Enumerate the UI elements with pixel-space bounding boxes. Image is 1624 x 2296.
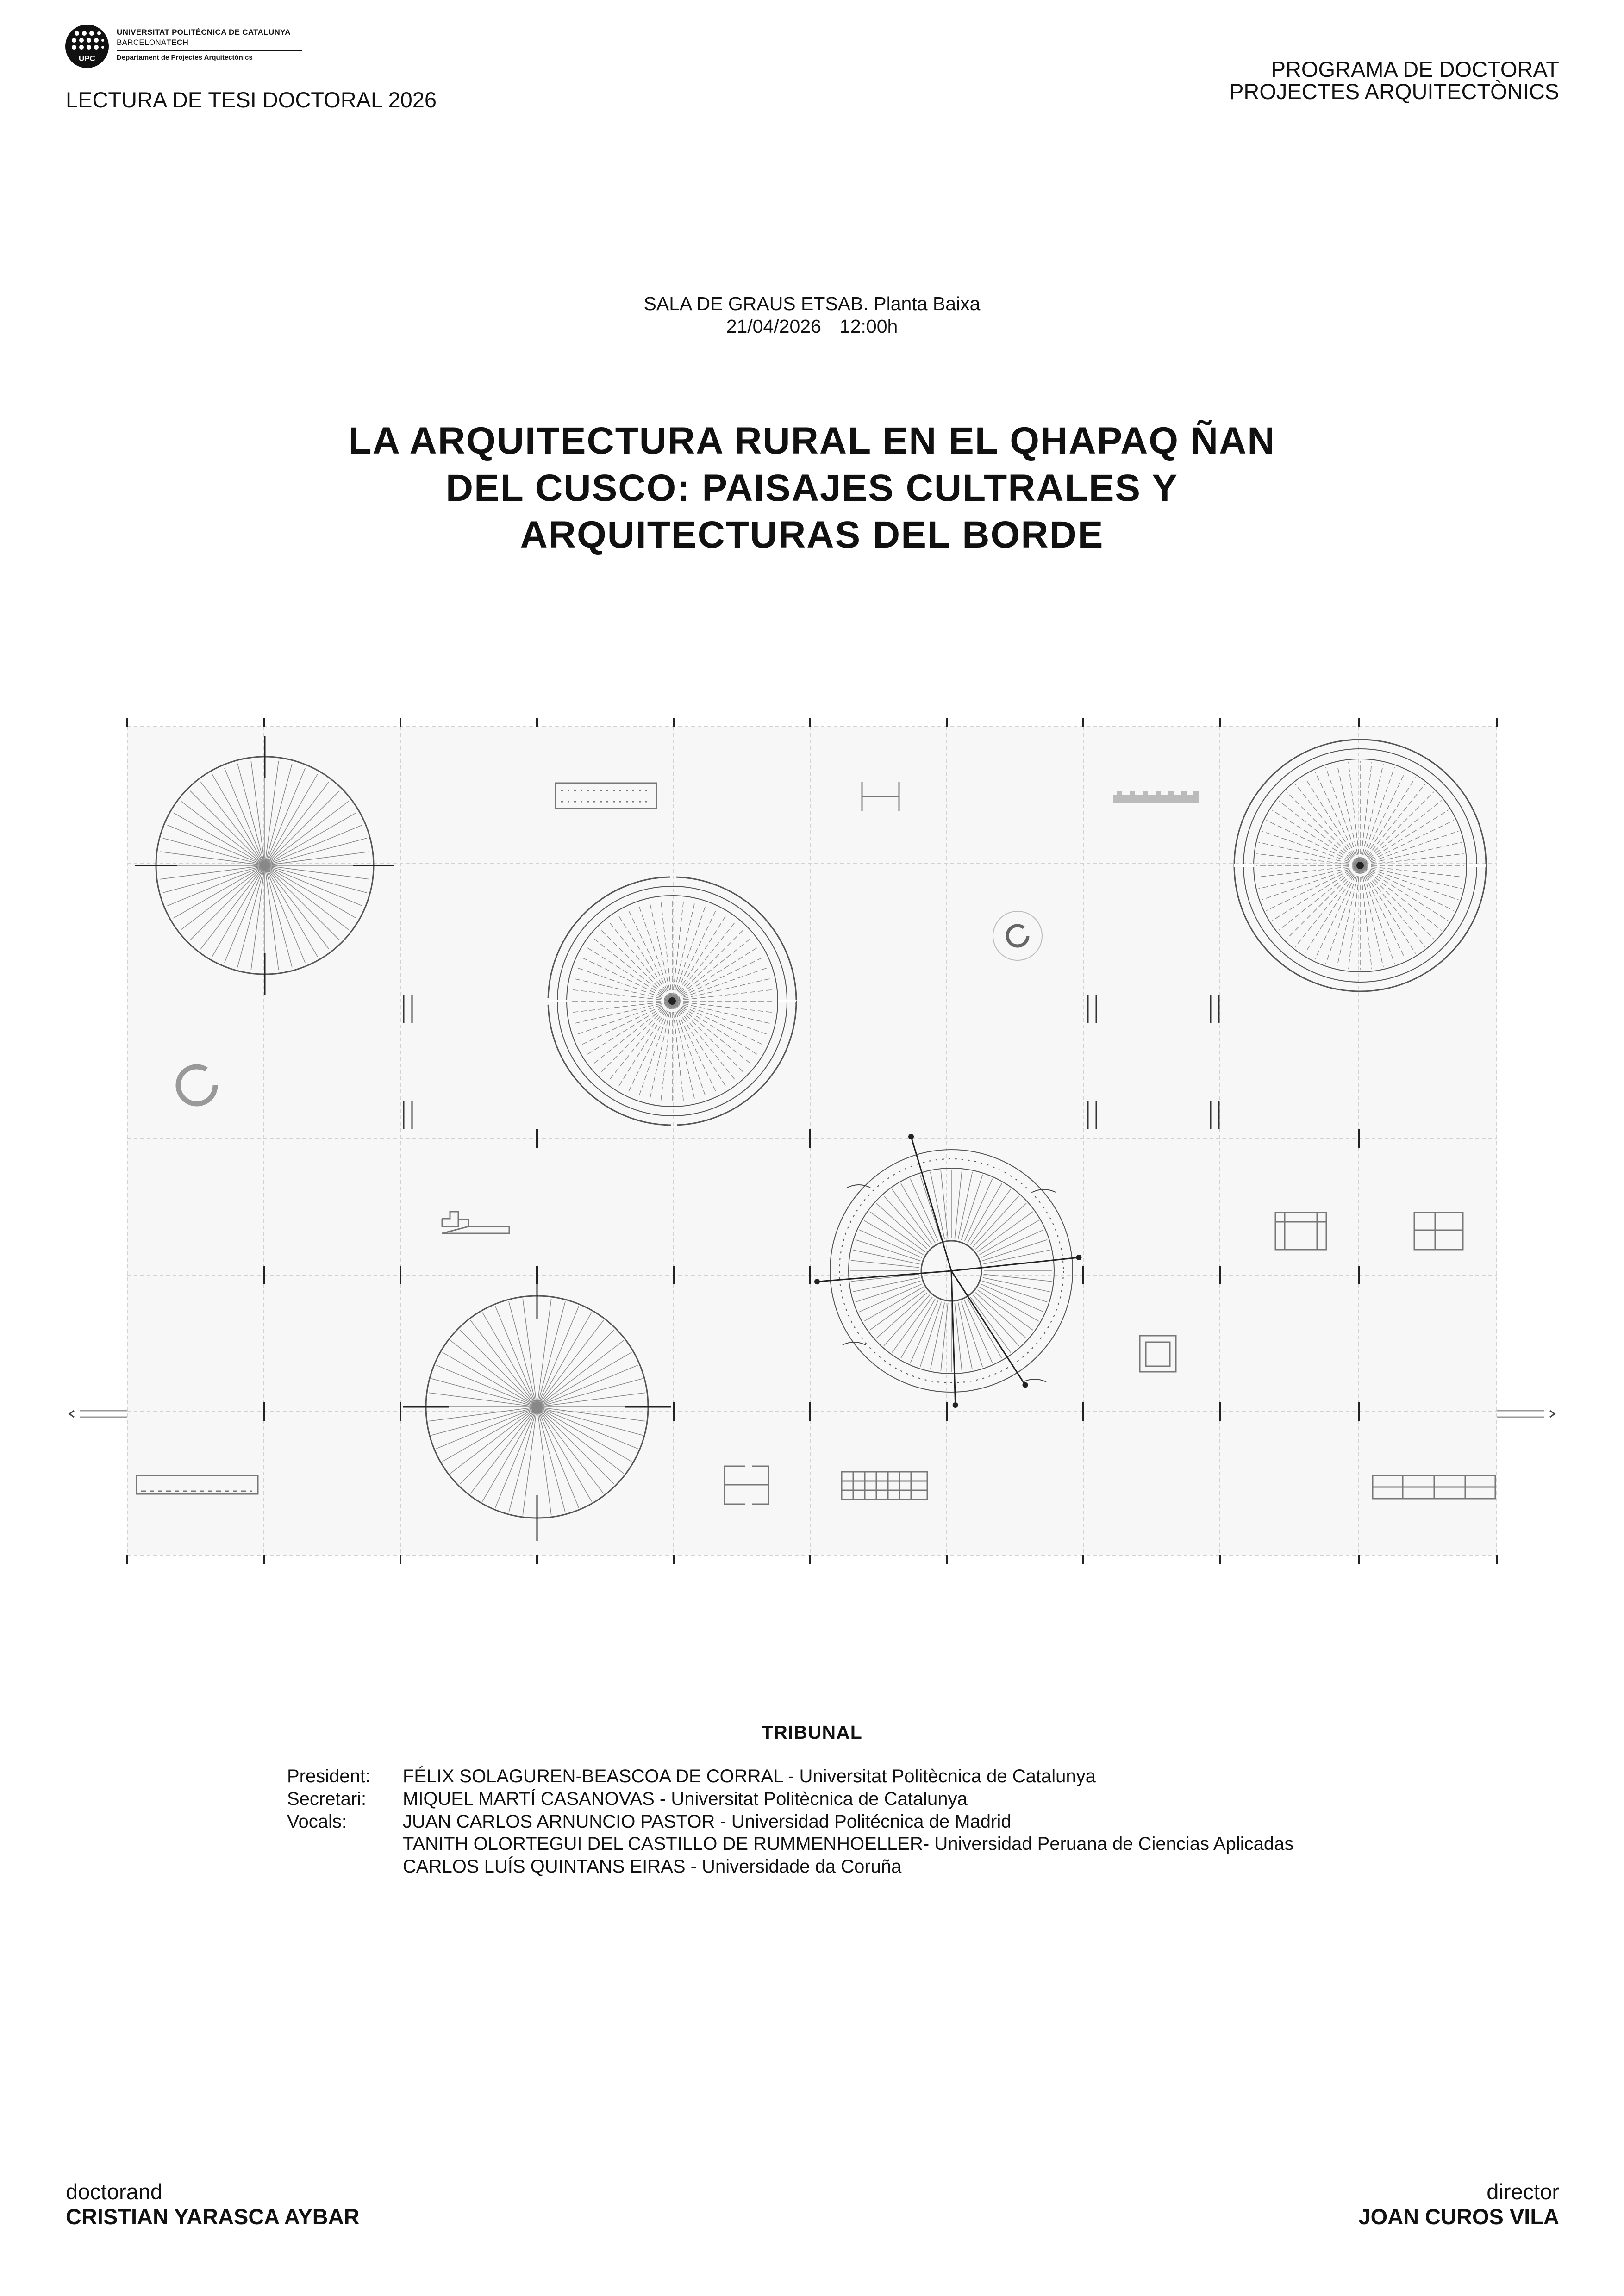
city-light: BARCELONA <box>117 38 167 47</box>
venue-date: 21/04/2026 <box>726 316 821 337</box>
venue-datetime: 21/04/2026 12:00h <box>0 315 1624 338</box>
vertical-bar-pairs <box>403 995 1220 1129</box>
tribunal-role: Vocals: <box>287 1811 347 1832</box>
h-plan-element <box>861 782 900 811</box>
svg-text:UPC: UPC <box>79 54 95 63</box>
venue-place: SALA DE GRAUS ETSAB. Planta Baixa <box>643 293 981 314</box>
tribunal-list: President: FÉLIX SOLAGUREN-BEASCOA DE COR… <box>287 1765 1293 1878</box>
tribunal-role <box>287 1855 403 1878</box>
university-city: BARCELONATECH <box>117 38 188 47</box>
tribunal-row: Vocals: JUAN CARLOS ARNUNCIO PASTOR - Uni… <box>287 1811 1293 1833</box>
radial-circle-plan-bottom <box>403 1273 671 1541</box>
room-plan-element <box>1274 1212 1327 1251</box>
thesis-title: LA ARQUITECTURA RURAL EN EL QHAPAQ ÑAN D… <box>0 417 1624 559</box>
long-bar-plan-element <box>136 1475 259 1495</box>
ring-plan-element-left <box>175 1064 218 1107</box>
upc-logo: UPC UNIVERSITAT POLITÈCNICA DE CATALUNYA… <box>65 24 315 70</box>
city-bold: TECH <box>166 38 189 47</box>
tribunal-member: JUAN CARLOS ARNUNCIO PASTOR - Universida… <box>403 1811 1012 1832</box>
architectural-plan-drawing <box>68 718 1556 1564</box>
house-plan-element <box>1413 1212 1464 1251</box>
square-plan-element <box>1139 1335 1177 1373</box>
event-label: LECTURA DE TESI DOCTORAL 2026 <box>66 87 437 112</box>
amphitheatre-plan <box>547 876 797 1126</box>
director-label: director <box>1487 2179 1559 2204</box>
tribunal-role: President: <box>287 1766 371 1786</box>
venue-block: SALA DE GRAUS ETSAB. Planta Baixa 21/04/… <box>0 292 1624 338</box>
tribunal-role <box>287 1833 403 1855</box>
tribunal-row: TANITH OLORTEGUI DEL CASTILLO DE RUMMENH… <box>287 1833 1293 1855</box>
amphitheatre-plan-right <box>1233 739 1487 992</box>
tribunal-row: President: FÉLIX SOLAGUREN-BEASCOA DE COR… <box>287 1765 1293 1788</box>
bracket-plan-element <box>724 1465 769 1505</box>
doctorand-label: doctorand <box>66 2179 163 2204</box>
ring-plan-element <box>993 911 1043 961</box>
tribunal-role: Secretari: <box>287 1788 367 1809</box>
small-plan-elements <box>136 782 1496 1505</box>
doctoral-program: PROGRAMA DE DOCTORAT PROJECTES ARQUITECT… <box>1229 58 1559 103</box>
stair-plan-element <box>441 1211 510 1234</box>
tribunal-member: TANITH OLORTEGUI DEL CASTILLO DE RUMMENH… <box>403 1834 1294 1854</box>
doctorand-name: CRISTIAN YARASCA AYBAR <box>66 2204 360 2229</box>
four-rooms-plan-element <box>1372 1475 1496 1500</box>
university-name: UNIVERSITAT POLITÈCNICA DE CATALUNYA <box>117 28 291 37</box>
rotating-circle-plan <box>814 1134 1082 1408</box>
upc-logo-mark-icon: UPC <box>65 25 109 68</box>
logo-divider <box>117 50 302 51</box>
tribunal-row: Secretari: MIQUEL MARTÍ CASANOVAS - Unive… <box>287 1788 1293 1811</box>
title-line-1: LA ARQUITECTURA RURAL EN EL QHAPAQ ÑAN <box>348 420 1276 462</box>
title-line-3: ARQUITECTURAS DEL BORDE <box>520 514 1104 556</box>
tribunal-member: FÉLIX SOLAGUREN-BEASCOA DE CORRAL - Univ… <box>403 1766 1096 1786</box>
venue-time: 12:00h <box>839 316 898 337</box>
plan-ticks <box>126 718 1498 1564</box>
plan-background <box>127 727 1497 1555</box>
grid-block-plan-element <box>841 1471 928 1500</box>
department-name: Departament de Projectes Arquitectònics <box>117 54 253 62</box>
tribunal-row: CARLOS LUÍS QUINTANS EIRAS - Universidad… <box>287 1855 1293 1878</box>
chevron-right-icon <box>1549 1410 1556 1418</box>
program-line-1: PROGRAMA DE DOCTORAT <box>1271 57 1559 81</box>
rect-plan-element <box>555 782 657 809</box>
title-line-2: DEL CUSCO: PAISAJES CULTRALES Y <box>445 467 1179 509</box>
director-name: JOAN CUROS VILA <box>1358 2204 1560 2229</box>
comb-plan-element <box>1113 791 1199 803</box>
program-line-2: PROJECTES ARQUITECTÒNICS <box>1229 79 1559 104</box>
tribunal-heading: TRIBUNAL <box>762 1722 862 1743</box>
side-markers <box>68 1410 1556 1418</box>
tribunal-member: CARLOS LUÍS QUINTANS EIRAS - Universidad… <box>403 1856 902 1877</box>
radial-circle-plan <box>135 736 394 995</box>
chevron-left-icon <box>68 1410 75 1418</box>
tribunal-member: MIQUEL MARTÍ CASANOVAS - Universitat Pol… <box>403 1788 968 1809</box>
